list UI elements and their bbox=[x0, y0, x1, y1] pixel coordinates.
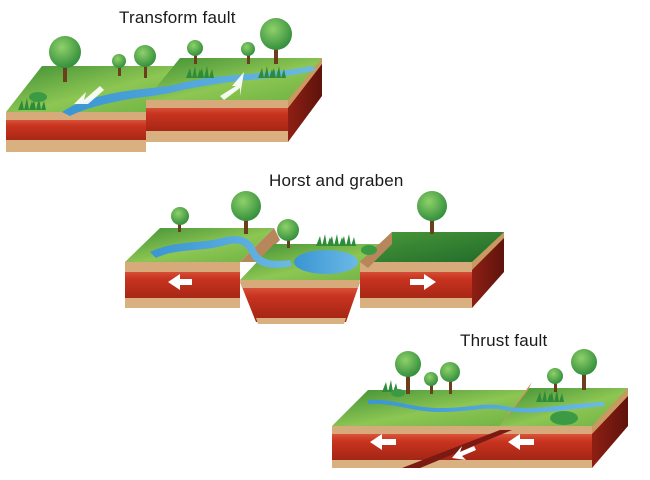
trees bbox=[49, 18, 292, 82]
title-horst-and-graben: Horst and graben bbox=[269, 171, 404, 190]
right-horst-rock-side bbox=[472, 232, 504, 308]
trees bbox=[395, 349, 597, 394]
title-transform-fault: Transform fault bbox=[119, 8, 236, 27]
left-block-soil-top bbox=[6, 112, 146, 120]
right-block-rock-side bbox=[288, 58, 322, 142]
right-horst-soil-top bbox=[360, 262, 472, 272]
transform-fault-diagram bbox=[6, 18, 322, 152]
motion-arrow-right-icon bbox=[220, 72, 244, 100]
trees bbox=[171, 191, 447, 248]
right-horst-surface bbox=[360, 232, 504, 262]
graben-rock-front bbox=[240, 282, 360, 322]
grass-tufts bbox=[382, 380, 564, 402]
thrust-soil-bottom bbox=[332, 460, 592, 468]
compression-arrow-left-icon bbox=[370, 434, 396, 450]
compression-arrow-right-icon bbox=[508, 434, 534, 450]
graben-soil-bottom bbox=[256, 318, 346, 324]
thrust-fault-plane bbox=[402, 430, 512, 468]
bush bbox=[29, 92, 47, 102]
horst-and-graben-diagram bbox=[125, 191, 504, 324]
slip-arrow-icon bbox=[452, 446, 476, 460]
bush bbox=[550, 411, 578, 425]
thrust-soil-top bbox=[332, 426, 592, 434]
pull-apart-arrow-right-icon bbox=[410, 274, 436, 290]
thrust-rock-side bbox=[592, 388, 628, 468]
left-block-rock-front bbox=[6, 116, 146, 144]
left-horst-soil-top bbox=[125, 262, 240, 272]
title-thrust-fault: Thrust fault bbox=[460, 331, 548, 350]
thrust-scarp bbox=[500, 382, 532, 426]
thrust-fault-diagram bbox=[332, 349, 628, 468]
bush bbox=[391, 389, 405, 397]
right-horst-soil-side bbox=[472, 232, 504, 270]
graben-soil-top bbox=[240, 280, 360, 288]
river bbox=[368, 399, 604, 413]
grass-tufts bbox=[316, 234, 356, 246]
right-block-soil-bottom bbox=[146, 131, 288, 142]
right-block-rock-front bbox=[146, 103, 288, 134]
left-block-surface bbox=[6, 66, 180, 112]
river bbox=[150, 236, 292, 268]
right-horst-soil-bottom bbox=[360, 298, 472, 308]
river bbox=[62, 66, 316, 116]
thrust-soil-side bbox=[592, 388, 628, 434]
motion-arrow-left-icon bbox=[74, 86, 104, 104]
right-block-soil-top bbox=[146, 100, 288, 108]
pond bbox=[294, 250, 358, 274]
left-horst-soil-bottom bbox=[125, 298, 240, 308]
pull-apart-arrow-left-icon bbox=[168, 274, 192, 290]
bush bbox=[361, 245, 377, 255]
left-block-soil-bottom bbox=[6, 140, 146, 152]
